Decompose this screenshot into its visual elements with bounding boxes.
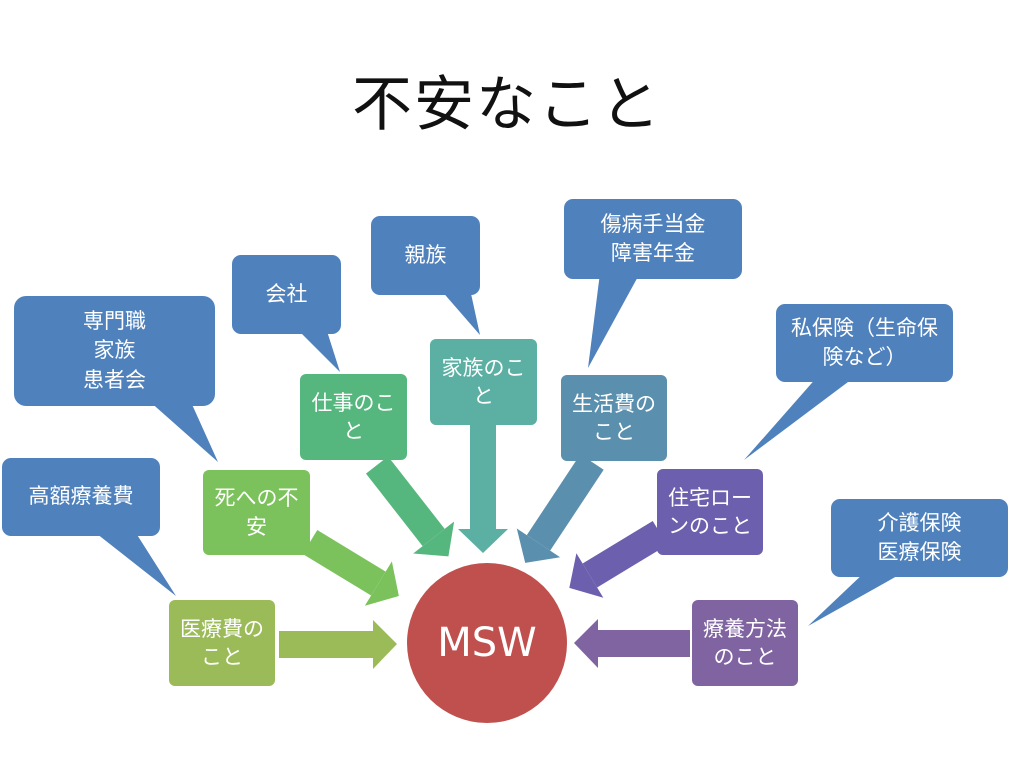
callout-shapes <box>2 199 1008 626</box>
arrow-ryoyo <box>574 619 690 668</box>
callout-kaisha-shape <box>232 255 341 372</box>
arrow-iryohi <box>279 620 397 669</box>
arrow-jutaku <box>569 521 668 598</box>
arrow-shi <box>302 530 399 606</box>
callout-shinzoku-shape <box>371 216 480 335</box>
callout-shihoken: 私保険（生命保 険など） <box>791 315 938 369</box>
node-seikatsuhi: 生活費のこと <box>561 375 667 461</box>
callout-kaigo: 介護保険 医療保険 <box>877 510 962 564</box>
callout-shinzoku: 親族 <box>404 242 447 267</box>
callout-senmon: 専門職 家族 患者会 <box>83 308 146 392</box>
callout-kaigo-shape <box>808 499 1008 626</box>
node-iryohi: 医療費のこと <box>169 600 275 686</box>
callout-shobyo: 傷病手当金 障害年金 <box>600 211 706 265</box>
node-ryoyo: 療養方法のこと <box>692 600 798 686</box>
arrow-shigoto <box>365 456 455 557</box>
node-jutaku: 住宅ローンのこと <box>657 469 763 555</box>
arrow-kazoku <box>458 425 508 553</box>
center-node: MSW <box>407 563 567 723</box>
page-title: 不安なこと <box>352 70 662 140</box>
node-kazoku: 家族のこと <box>430 339 537 425</box>
node-shigoto: 仕事のこと <box>300 374 407 460</box>
callout-shobyo-shape <box>564 199 742 368</box>
callout-kogaku: 高額療養費 <box>28 484 134 509</box>
node-shi: 死への不安 <box>203 470 310 555</box>
callout-kogaku-shape <box>2 458 176 596</box>
callout-senmon-shape <box>14 296 218 462</box>
arrow-seikatsuhi <box>516 454 604 563</box>
callout-kaisha: 会社 <box>265 281 308 306</box>
callout-shihoken-shape <box>744 304 953 460</box>
